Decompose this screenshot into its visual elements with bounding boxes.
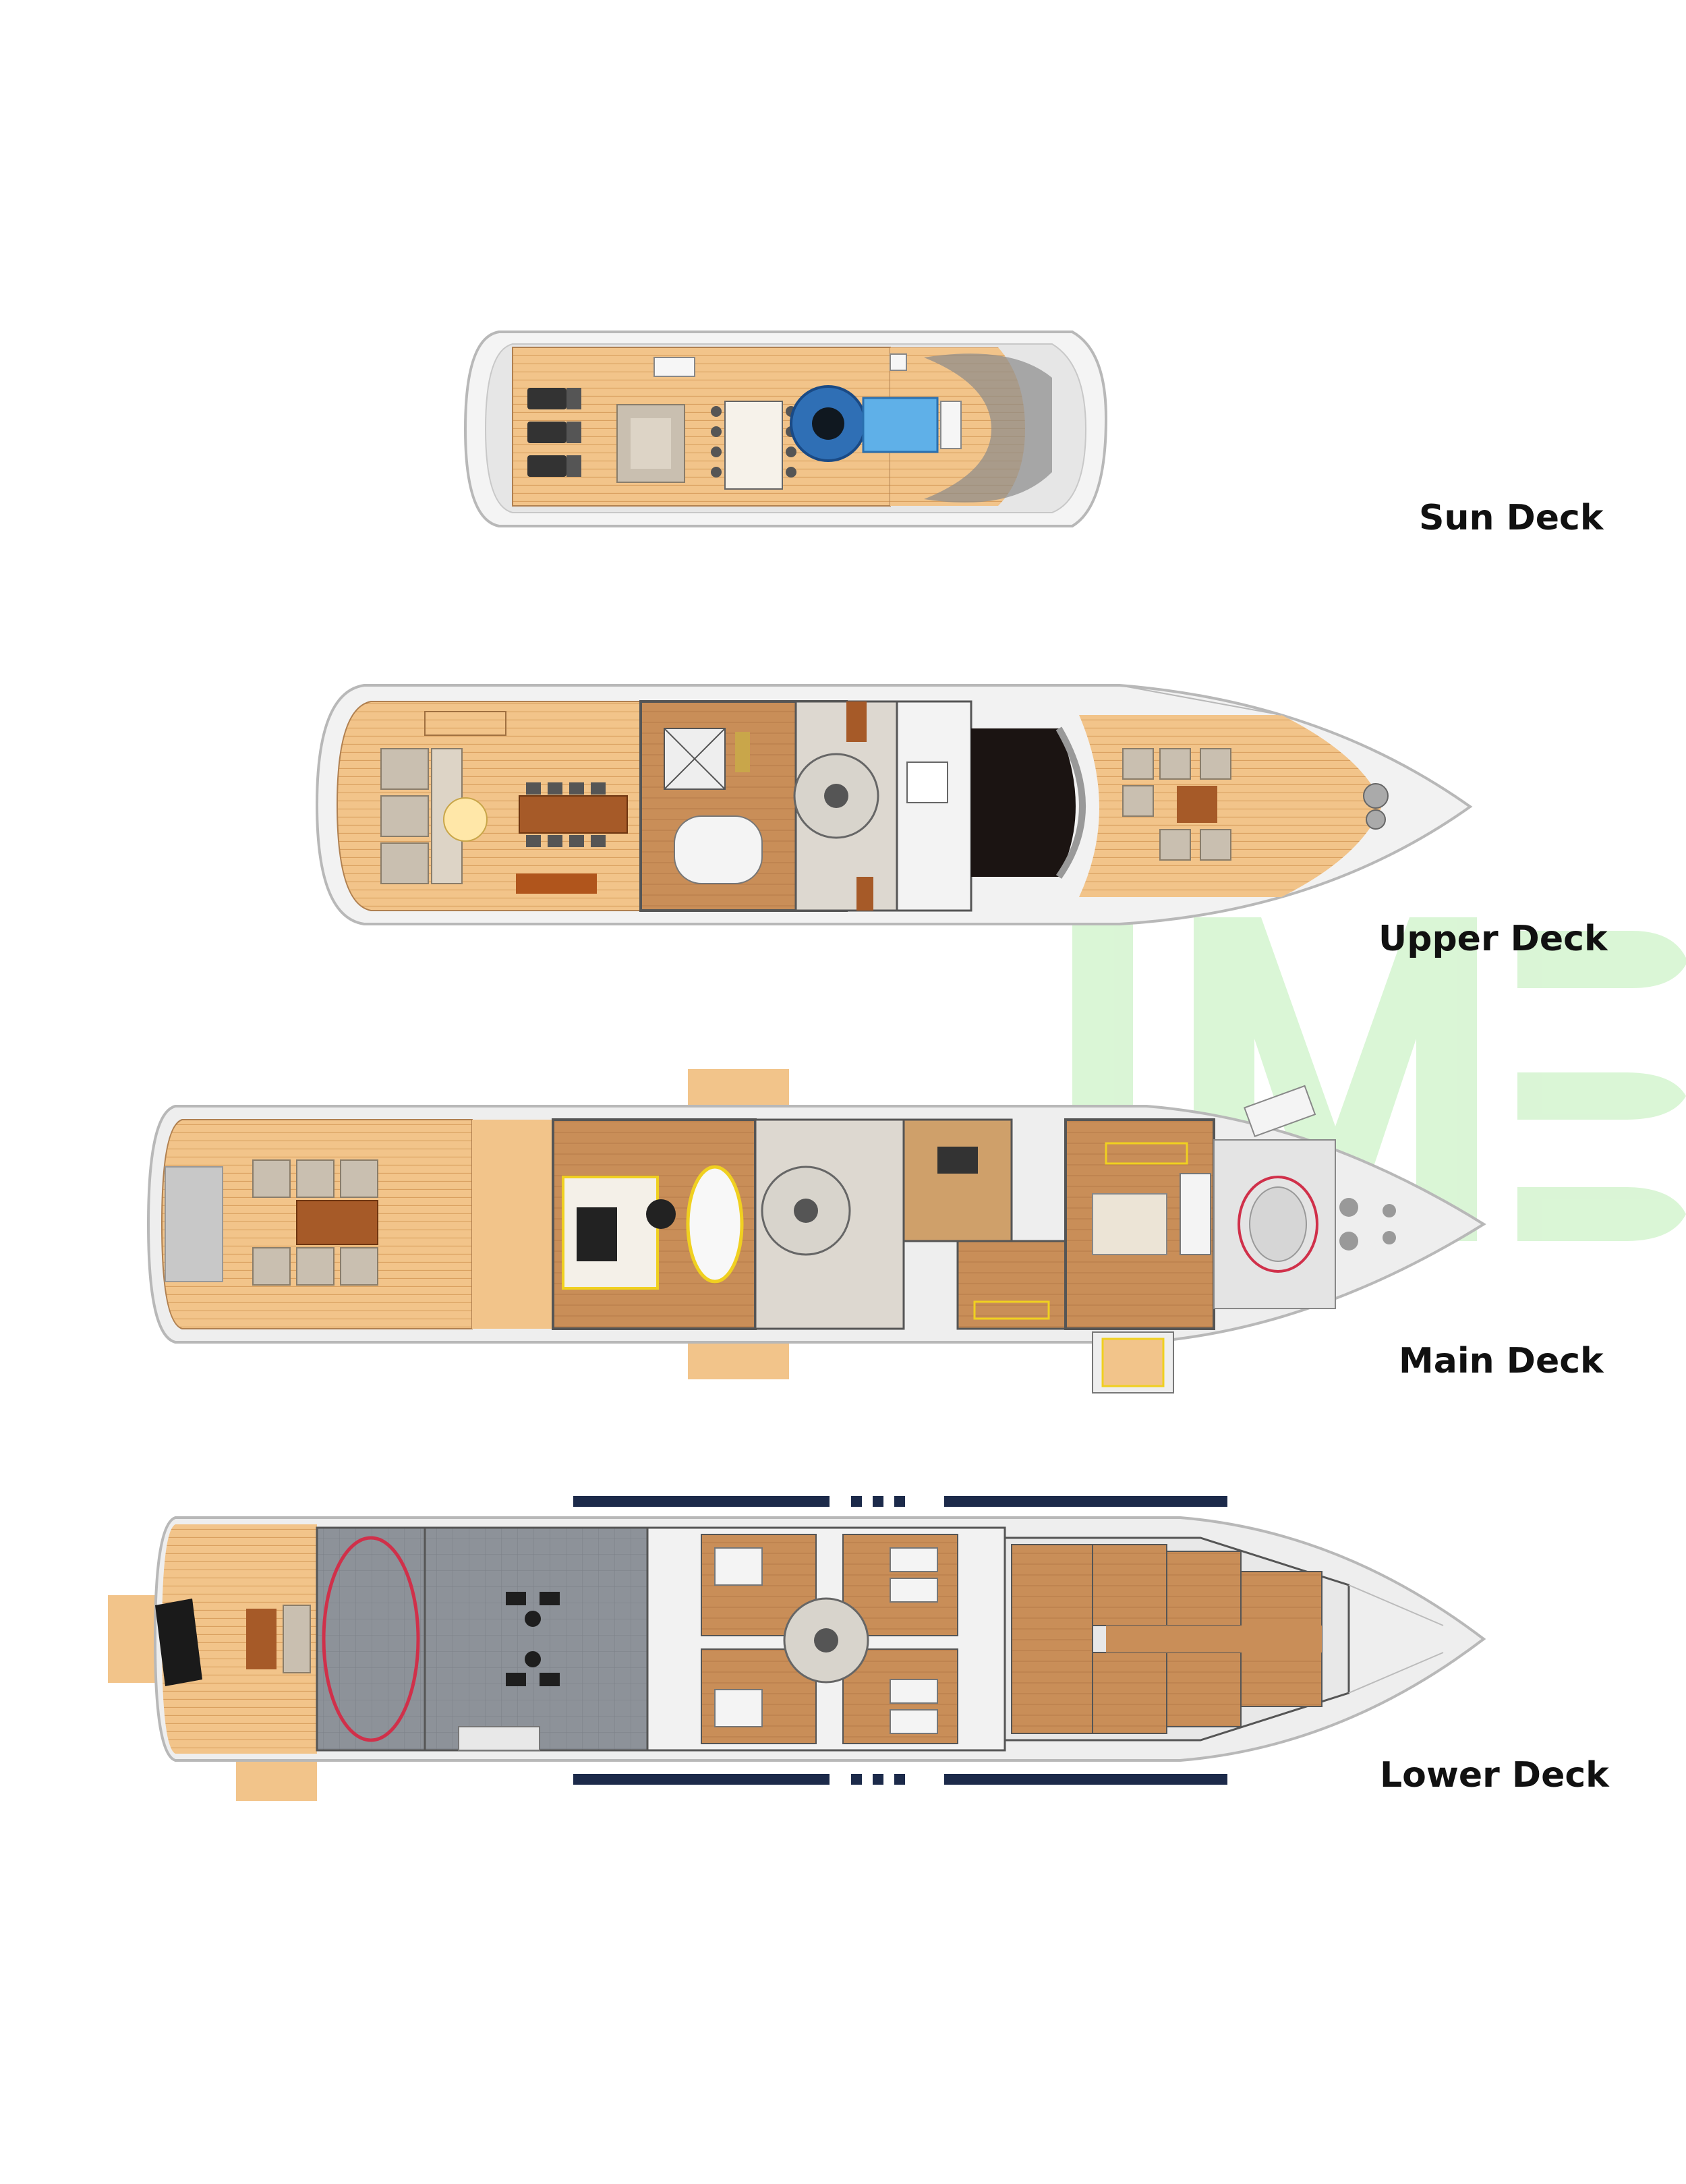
lower-deck-engine-room bbox=[424, 1526, 649, 1752]
lower-deck-crew-mess bbox=[1011, 1544, 1093, 1734]
upper-deck-wheelhouse bbox=[971, 728, 1076, 877]
main-deck-plan bbox=[146, 1069, 1486, 1393]
sun-deck-plan bbox=[463, 331, 1108, 527]
sun-loungers bbox=[527, 388, 581, 477]
lower-deck-hull-windows bbox=[573, 1496, 1227, 1785]
lower-deck-plan bbox=[108, 1496, 1486, 1801]
lower-deck-crew-cabin-3 bbox=[1166, 1551, 1242, 1626]
sun-deck-dining-table bbox=[711, 401, 796, 490]
lower-deck-label: Lower Deck bbox=[1380, 1755, 1609, 1795]
lower-deck-crew-cabin-1 bbox=[1092, 1544, 1167, 1626]
sun-deck-label: Sun Deck bbox=[1419, 498, 1604, 538]
sun-deck-bow-shade bbox=[924, 353, 1052, 502]
main-deck-label: Main Deck bbox=[1399, 1341, 1604, 1381]
main-deck-galley bbox=[902, 1118, 1013, 1242]
main-deck-dining-table bbox=[686, 1165, 744, 1284]
sun-deck-jacuzzi bbox=[790, 385, 962, 462]
lower-deck-crew-cabin-4 bbox=[1166, 1652, 1242, 1727]
upper-deck-label: Upper Deck bbox=[1378, 919, 1608, 959]
watermark-logo bbox=[1072, 917, 1686, 1241]
lower-deck-tender-bay bbox=[316, 1526, 426, 1752]
lower-deck-crew-cabin-2 bbox=[1092, 1652, 1167, 1734]
upper-deck-dining-table bbox=[519, 782, 628, 847]
upper-deck-plan bbox=[315, 684, 1473, 925]
